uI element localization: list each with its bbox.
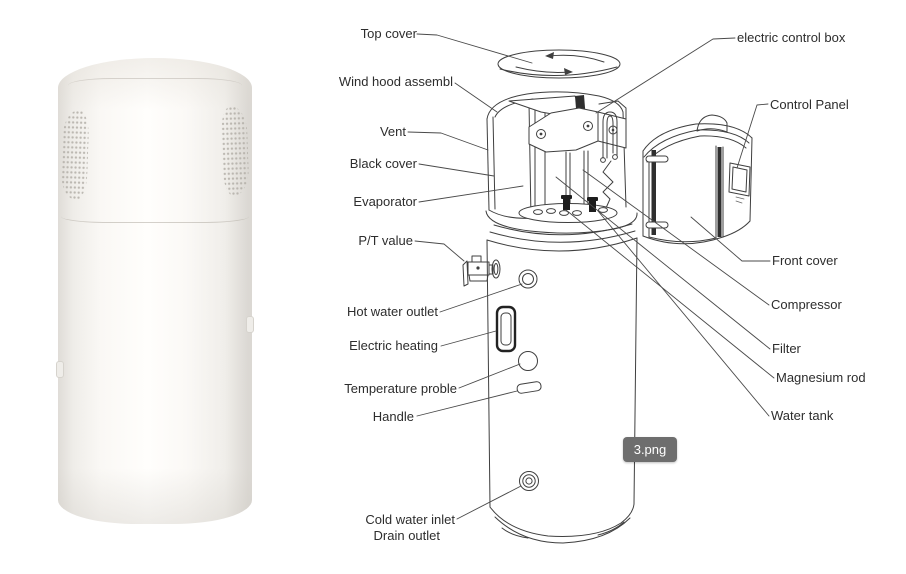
callout-wind-hood: Wind hood assembl [338,73,453,89]
product-photo [56,58,254,524]
callout-hot-water-outlet: Hot water outlet [346,303,438,319]
callout-control-panel: Control Panel [770,96,849,112]
temperature-probe-drawing [518,351,538,371]
tank-photo-body [56,58,254,524]
hot-water-outlet-drawing [518,269,538,289]
water-tank-drawing [462,223,638,544]
wind-hood-unit-drawing [485,91,638,234]
callout-top-cover: Top cover [360,25,417,41]
electric-heating-drawing [495,305,517,353]
pt-valve-drawing [462,255,501,287]
callout-evaporator: Evaporator [353,193,417,209]
callout-drain-outlet: Drain outlet [373,527,440,543]
callout-front-cover: Front cover [772,252,838,268]
callout-pt-value: P/T value [358,232,413,248]
callout-handle: Handle [372,408,414,424]
control-panel-drawing [728,162,751,197]
cold-water-inlet-drawing [519,471,539,491]
callout-vent: Vent [379,123,406,139]
tank-side-fitting-left [56,361,64,378]
callout-filter: Filter [772,340,801,356]
callout-black-cover: Black cover [349,155,417,171]
leader-lines [407,33,775,520]
front-cover-drawing [642,114,753,245]
callout-water-tank: Water tank [771,407,834,423]
callout-cold-water-inlet: Cold water inlet [365,511,455,527]
tank-side-fitting-right [246,316,254,333]
tank-lid-seam [68,78,242,93]
callout-electric-control-box: electric control box [737,29,846,45]
tank-seam-line [61,210,249,223]
callout-temperature-probe: Temperature proble [344,380,457,396]
callout-magnesium-rod: Magnesium rod [776,369,866,385]
image-filename-tooltip: 3.png [623,437,677,462]
top-cover-drawing [497,49,621,79]
handle-drawing [516,381,542,394]
callout-compressor: Compressor [771,296,842,312]
callout-electric-heating: Electric heating [349,337,438,353]
